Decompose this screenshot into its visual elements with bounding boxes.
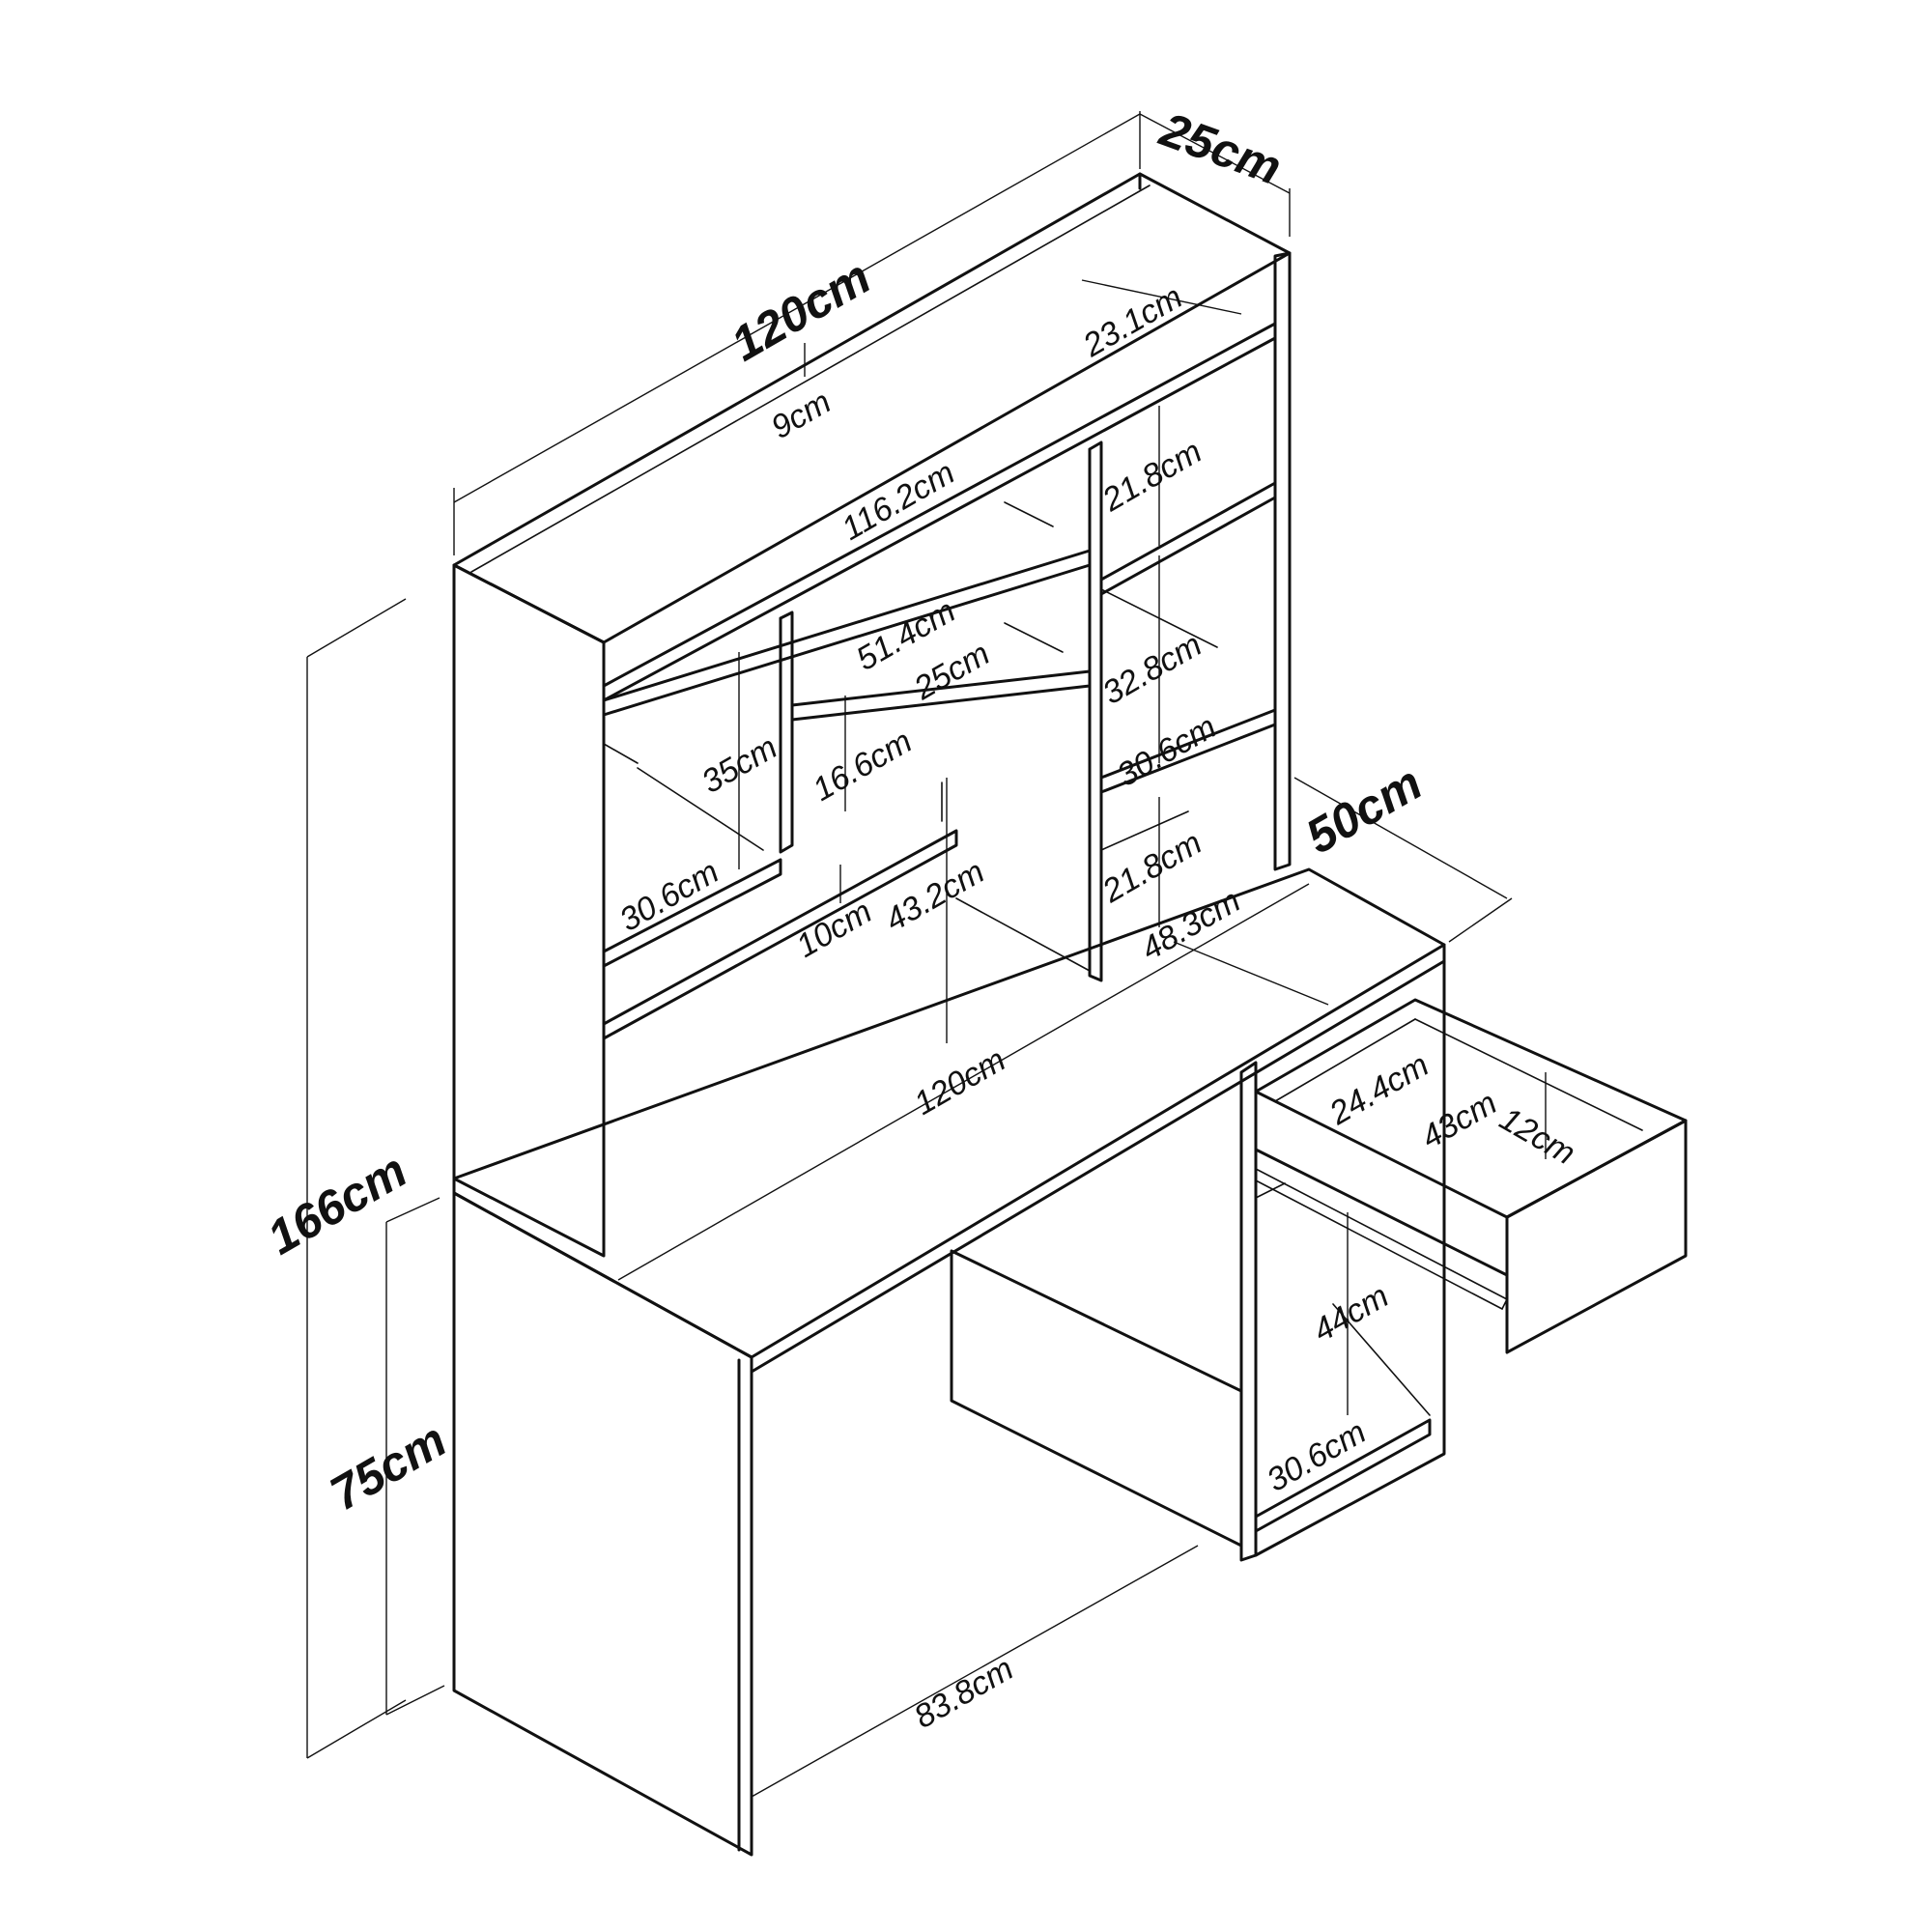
- label-top-depth: 25cm: [1152, 101, 1288, 195]
- middle-shelf-upper: [602, 549, 1092, 717]
- modesty-panel: [950, 1249, 1243, 1548]
- left-shelf: [602, 858, 782, 968]
- drawer-rail: [1255, 1168, 1509, 1311]
- cabinet-bottom-shelf: [1254, 1418, 1432, 1533]
- left-leg: [452, 1191, 753, 1857]
- label-desk-height: 75cm: [322, 1412, 456, 1520]
- hutch-top-board: [452, 172, 1292, 644]
- label-desk-depth: 50cm: [1297, 755, 1432, 864]
- hutch-divider-right: [1088, 440, 1103, 982]
- hutch-right-panel: [1273, 251, 1292, 871]
- dimension-lines: [306, 111, 1547, 1798]
- label-cabinet-shelf-depth: 30.6cm: [1261, 1413, 1373, 1499]
- dimension-labels: 120cm 25cm 166cm 75cm 50cm 9cm 23.1cm 11…: [259, 101, 1582, 1736]
- label-total-height: 166cm: [259, 1143, 416, 1264]
- label-right-upper-gap: 21.8cm: [1095, 433, 1208, 519]
- drawer: [1254, 998, 1688, 1354]
- drawer-front: [1505, 1119, 1688, 1354]
- middle-shelf-lower: [790, 669, 1092, 722]
- label-drawer-depth: 43cm: [1415, 1084, 1503, 1155]
- label-under-hutch-height: 43.2cm: [879, 853, 991, 939]
- label-cabinet-open-height: 44cm: [1307, 1277, 1395, 1349]
- hutch-top-shelf: [602, 322, 1277, 702]
- label-middle-gap: 16.6cm: [807, 723, 919, 809]
- label-drawer-width: 24.4cm: [1322, 1046, 1435, 1132]
- back-rail: [602, 829, 958, 1040]
- right-shelf-1: [1099, 481, 1277, 596]
- label-right-lower-gap: 21.8cm: [1095, 824, 1208, 910]
- right-cabinet: [1239, 1061, 1258, 1562]
- label-top-back-panel: 9cm: [765, 384, 838, 446]
- desktop: [452, 867, 1446, 1359]
- hutch: [452, 172, 1292, 1258]
- label-back-rail: 10cm: [790, 893, 878, 964]
- desk: [452, 867, 1446, 1857]
- right-shelf-2: [1099, 708, 1277, 794]
- hutch-divider-middle: [779, 611, 794, 854]
- label-desk-width: 120cm: [908, 1041, 1011, 1122]
- label-leg-clearance: 83.8cm: [908, 1650, 1020, 1736]
- label-right-middle-gap: 32.8cm: [1096, 626, 1208, 712]
- label-drawer-height: 12cm: [1493, 1100, 1581, 1172]
